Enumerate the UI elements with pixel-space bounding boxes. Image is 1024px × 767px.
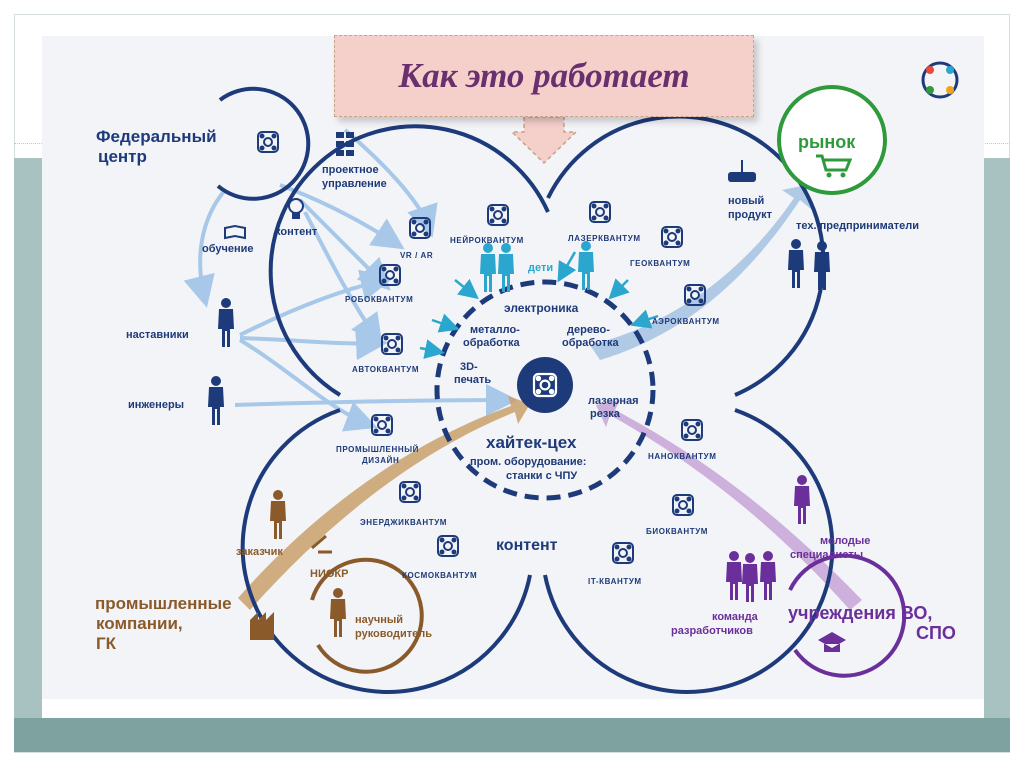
bioquantum-label: БИОКВАНТУМ bbox=[646, 527, 708, 536]
microscope-icon bbox=[311, 534, 332, 554]
companies-label-3: ГК bbox=[96, 634, 117, 653]
engineer-figure bbox=[208, 376, 224, 425]
industrial-design-label-2: ДИЗАЙН bbox=[362, 456, 399, 465]
woodwork-label-2: обработка bbox=[562, 337, 619, 349]
laser-cut-label-2: резка bbox=[590, 408, 621, 420]
router-icon bbox=[728, 160, 756, 182]
aeroquantum-label: АЭРОКВАНТУМ bbox=[652, 317, 720, 326]
federal-center-node bbox=[216, 86, 311, 201]
young-specialists-label-1: молодые bbox=[820, 535, 870, 547]
tech-entrepreneurs-label: тех. предприниматели bbox=[796, 220, 919, 232]
supervisor-label-2: руководитель bbox=[355, 628, 432, 640]
project-management-icon bbox=[336, 132, 354, 156]
kvantorium-logo-icon bbox=[921, 61, 959, 99]
neuroquantum-label: НЕЙРОКВАНТУМ bbox=[450, 236, 524, 245]
left-accent-band bbox=[14, 158, 42, 718]
entrepreneur-figures bbox=[788, 239, 830, 290]
young-specialist-figure bbox=[794, 475, 810, 524]
metalwork-label-1: металло- bbox=[470, 324, 520, 336]
project-management-label-1: проектное bbox=[322, 164, 379, 176]
cosmoquantum-label: КОСМОКВАНТУМ bbox=[402, 571, 477, 580]
customer-label: заказчик bbox=[236, 546, 283, 558]
print3d-label-2: печать bbox=[454, 374, 491, 386]
content-flow-label: контент bbox=[275, 226, 318, 238]
market-label: рынок bbox=[798, 132, 856, 152]
equipment-label-2: станки с ЧПУ bbox=[506, 470, 577, 482]
federal-center-label-2: центр bbox=[98, 147, 147, 166]
industrial-design-label-1: ПРОМЫШЛЕННЫЙ bbox=[336, 445, 419, 454]
laserquantum-label: ЛАЗЕРКВАНТУМ bbox=[568, 234, 641, 243]
new-product-label-1: новый bbox=[728, 195, 764, 207]
metalwork-label-2: обработка bbox=[463, 337, 520, 349]
institutions-label-2: СПО bbox=[916, 623, 956, 643]
geoquantum-label: ГЕОКВАНТУМ bbox=[630, 259, 690, 268]
laser-cut-label-1: лазерная bbox=[588, 395, 639, 407]
equipment-label-1: пром. оборудование: bbox=[470, 456, 586, 468]
hub-icon bbox=[517, 357, 573, 413]
footer-bar bbox=[14, 718, 1010, 752]
title-down-arrow bbox=[510, 116, 578, 165]
companies-label-1: промышленные bbox=[95, 594, 232, 613]
graduation-cap-icon bbox=[818, 632, 846, 652]
supervisor-figure bbox=[330, 588, 346, 637]
institutions-label-1: учреждения ВО, bbox=[788, 603, 932, 623]
companies-arrow bbox=[238, 396, 530, 610]
hitech-title: хайтек-цех bbox=[486, 433, 577, 452]
factory-icon bbox=[250, 612, 274, 640]
cart-icon bbox=[816, 154, 853, 172]
children-label: дети bbox=[528, 262, 553, 274]
mentors-label: наставники bbox=[126, 329, 189, 341]
project-management-label-2: управление bbox=[322, 178, 387, 190]
vr-ar-label: VR / AR bbox=[400, 251, 433, 260]
mentor-figure bbox=[218, 298, 234, 347]
hub-dashed-ring bbox=[434, 279, 656, 501]
content-center-label: контент bbox=[496, 537, 558, 554]
electronics-label: электроника bbox=[504, 301, 579, 315]
dev-team-label-1: команда bbox=[712, 611, 759, 623]
title-box: Как это работает bbox=[334, 35, 754, 117]
right-accent-band bbox=[984, 158, 1010, 718]
itquantum-label: IT-КВАНТУМ bbox=[588, 577, 642, 586]
product-arrow bbox=[590, 185, 812, 360]
roboquantum-label: РОБОКВАНТУМ bbox=[345, 295, 413, 304]
woodwork-label-1: дерево- bbox=[567, 324, 610, 336]
institutions-arrow bbox=[596, 400, 862, 610]
slide-title: Как это работает bbox=[398, 56, 690, 95]
training-label: обучение bbox=[202, 243, 254, 255]
hub-arrows bbox=[419, 251, 659, 359]
book-icon bbox=[224, 224, 246, 240]
autoquantum-label: АВТОКВАНТУМ bbox=[352, 365, 419, 374]
niokr-label: НИОКР bbox=[310, 568, 348, 580]
dev-team-figures bbox=[726, 551, 776, 602]
lightbulb-icon bbox=[288, 198, 304, 219]
customer-figure bbox=[270, 490, 286, 539]
companies-node bbox=[250, 557, 424, 674]
new-product-label-2: продукт bbox=[728, 209, 773, 221]
institutions-node bbox=[788, 553, 907, 678]
dev-team-label-2: разработчиков bbox=[671, 625, 753, 637]
supervisor-label-1: научный bbox=[355, 614, 403, 626]
energyquantum-label: ЭНЕРДЖИКВАНТУМ bbox=[360, 518, 447, 527]
companies-label-2: компании, bbox=[96, 614, 183, 633]
print3d-label-1: 3D- bbox=[460, 361, 478, 373]
nanoquantum-label: НАНОКВАНТУМ bbox=[648, 452, 717, 461]
market-node bbox=[777, 85, 887, 195]
young-specialists-label-2: специалисты bbox=[790, 549, 863, 561]
engineers-label: инженеры bbox=[128, 399, 184, 411]
federal-center-label-1: Федеральный bbox=[96, 127, 217, 146]
